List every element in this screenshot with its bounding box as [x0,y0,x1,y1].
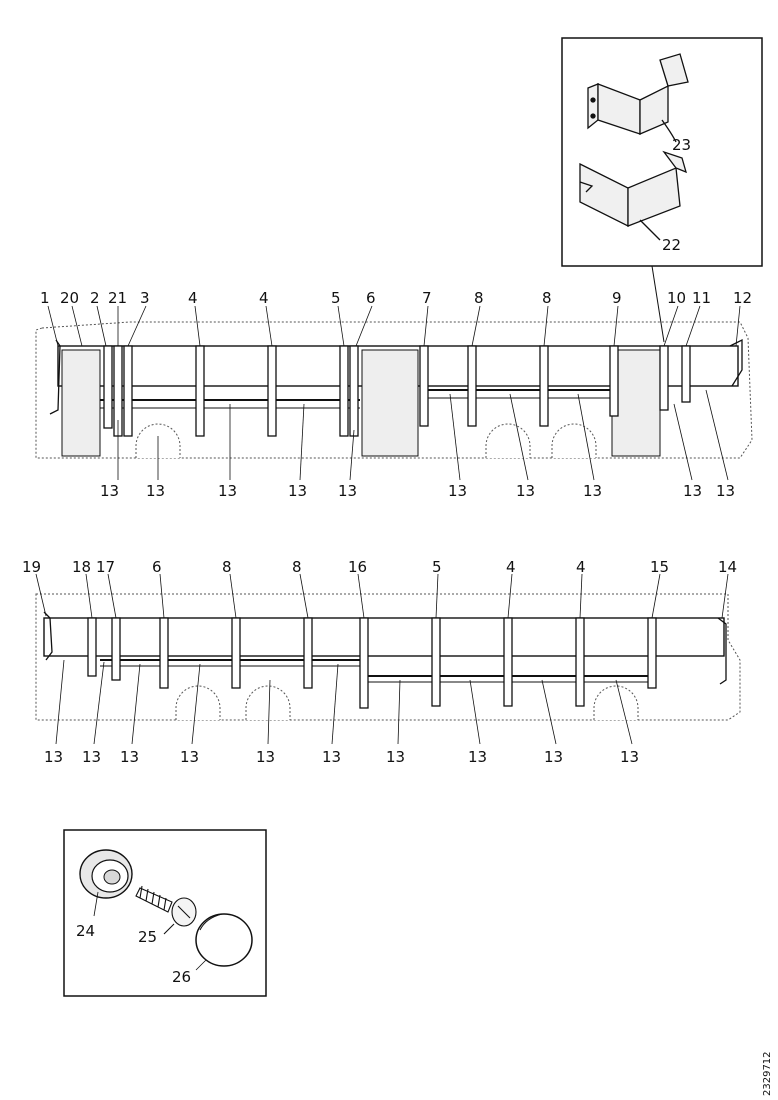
grommet-part-24 [79,849,133,917]
callout-13-t4: 13 [288,482,307,500]
callout-13-b9: 13 [544,748,563,766]
callout-4b: 4 [259,289,269,307]
callout-16: 16 [348,558,367,576]
callout-13-b1: 13 [44,748,63,766]
callout-8-b2: 8 [292,558,302,576]
callout-4-b1: 4 [506,558,516,576]
callout-3: 3 [140,289,150,307]
callout-5: 5 [331,289,341,307]
callout-4a: 4 [188,289,198,307]
callout-8a: 8 [474,289,484,307]
callout-18: 18 [72,558,91,576]
callout-13-t9: 13 [683,482,702,500]
callout-4-b2: 4 [576,558,586,576]
callout-23: 23 [672,136,691,154]
bracket-part-22 [579,150,687,241]
callout-13-t5: 13 [338,482,357,500]
inset-brackets: 23 22 [561,37,763,343]
callout-25: 25 [138,928,157,946]
bracket-part-23 [587,53,689,143]
callout-15: 15 [650,558,669,576]
callout-13-b10: 13 [620,748,639,766]
callout-19: 19 [22,558,41,576]
callout-12: 12 [733,289,752,307]
callout-14: 14 [718,558,737,576]
reference-number: 2329712 [762,1051,773,1096]
callout-5-b: 5 [432,558,442,576]
callout-13-b4: 13 [180,748,199,766]
callout-13-t6: 13 [448,482,467,500]
callout-6: 6 [366,289,376,307]
callout-2: 2 [90,289,100,307]
inset-fasteners: 24 25 26 [63,829,267,997]
callout-17: 17 [96,558,115,576]
cap-part-26 [195,913,253,971]
callout-13-t1: 13 [100,482,119,500]
callout-13-t8: 13 [583,482,602,500]
callout-13-t2: 13 [146,482,165,500]
callout-8b: 8 [542,289,552,307]
callout-13-t10: 13 [716,482,735,500]
callout-13-b6: 13 [322,748,341,766]
callout-1: 1 [40,289,50,307]
callout-20: 20 [60,289,79,307]
callout-10: 10 [667,289,686,307]
callout-13-t3: 13 [218,482,237,500]
top-rail-assembly: 1 20 2 21 3 4 4 5 6 7 8 8 9 10 11 12 13 … [35,289,753,500]
callout-26: 26 [172,968,191,986]
callout-13-b7: 13 [386,748,405,766]
callout-21: 21 [108,289,127,307]
callout-13-b5: 13 [256,748,275,766]
callout-22: 22 [662,236,681,254]
bottom-rail-assembly: 19 18 17 6 8 8 16 5 4 4 15 14 13 13 13 1… [22,558,741,766]
callout-13-b2: 13 [82,748,101,766]
callout-8-b1: 8 [222,558,232,576]
callout-13-b3: 13 [120,748,139,766]
callout-13-t7: 13 [516,482,535,500]
screw-part-25 [135,885,197,935]
callout-6-b: 6 [152,558,162,576]
callout-9: 9 [612,289,622,307]
callout-13-b8: 13 [468,748,487,766]
callout-11: 11 [692,289,711,307]
callout-7: 7 [422,289,432,307]
callout-24: 24 [76,922,95,940]
